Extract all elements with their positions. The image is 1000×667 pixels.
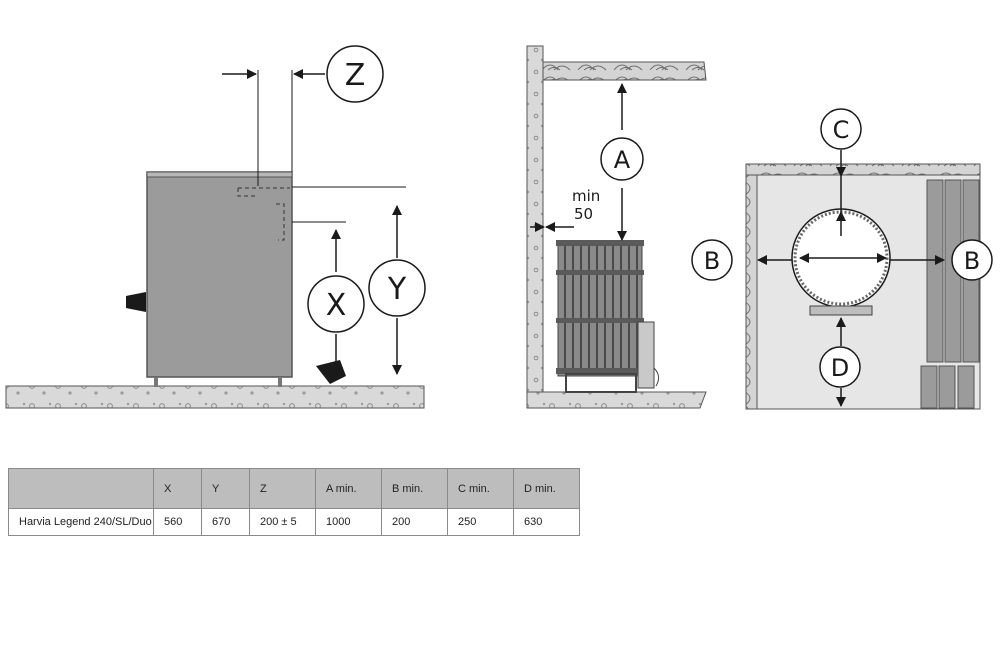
label-x: X: [326, 288, 347, 323]
dimensions-table: X Y Z A min. B min. C min. D min. Harvia…: [8, 468, 580, 536]
cell-y: 670: [201, 508, 250, 536]
header-cell-d-min: D min.: [513, 468, 580, 509]
label-circle-b-left: [691, 239, 733, 281]
header-cell-x: X: [153, 468, 202, 509]
label-b-left: B: [704, 247, 720, 275]
header-cell-model: [8, 468, 154, 509]
label-circle-c: [820, 108, 862, 150]
door-handle-icon: [126, 292, 146, 312]
top-wall: [745, 163, 981, 176]
side-view: Z X Y: [5, 45, 426, 409]
header-cell-z: Z: [249, 468, 316, 509]
cell-b-min: 200: [381, 508, 448, 536]
header-cell-c-min: C min.: [447, 468, 514, 509]
front-view: A min 50: [526, 45, 707, 409]
table-row: Harvia Legend 240/SL/Duo 560 670 200 ± 5…: [8, 508, 580, 536]
label-circle-d: [819, 346, 861, 388]
label-circle-y: [368, 259, 426, 317]
label-d: D: [831, 354, 849, 382]
header-cell-b-min: B min.: [381, 468, 448, 509]
label-circle-z: [326, 45, 384, 103]
label-circle-x: [307, 275, 365, 333]
benches: [920, 179, 980, 409]
cell-model: Harvia Legend 240/SL/Duo: [8, 508, 154, 536]
top-view: C B B D: [691, 108, 993, 410]
label-circle-b-right: [951, 239, 993, 281]
label-c: C: [833, 116, 850, 144]
down-right-arrow-icon: [316, 360, 346, 384]
min-clearance-label: min: [572, 187, 600, 205]
label-y: Y: [387, 272, 407, 307]
table-header-row: X Y Z A min. B min. C min. D min.: [8, 468, 580, 509]
label-b-right: B: [964, 247, 980, 275]
floor: [526, 391, 707, 409]
left-wall: [745, 174, 758, 410]
cell-a-min: 1000: [315, 508, 382, 536]
label-circle-a: [600, 137, 644, 181]
cell-x: 560: [153, 508, 202, 536]
cell-z: 200 ± 5: [249, 508, 316, 536]
header-cell-a-min: A min.: [315, 468, 382, 509]
label-a: A: [614, 146, 631, 174]
ceiling: [542, 61, 707, 81]
floor: [5, 385, 425, 409]
header-cell-y: Y: [201, 468, 250, 509]
min-clearance-value: 50: [574, 205, 593, 223]
cell-c-min: 250: [447, 508, 514, 536]
cell-d-min: 630: [513, 508, 580, 536]
installation-diagram: Z X Y A: [5, 45, 993, 410]
label-z: Z: [345, 58, 366, 93]
heater-body: [146, 171, 293, 378]
